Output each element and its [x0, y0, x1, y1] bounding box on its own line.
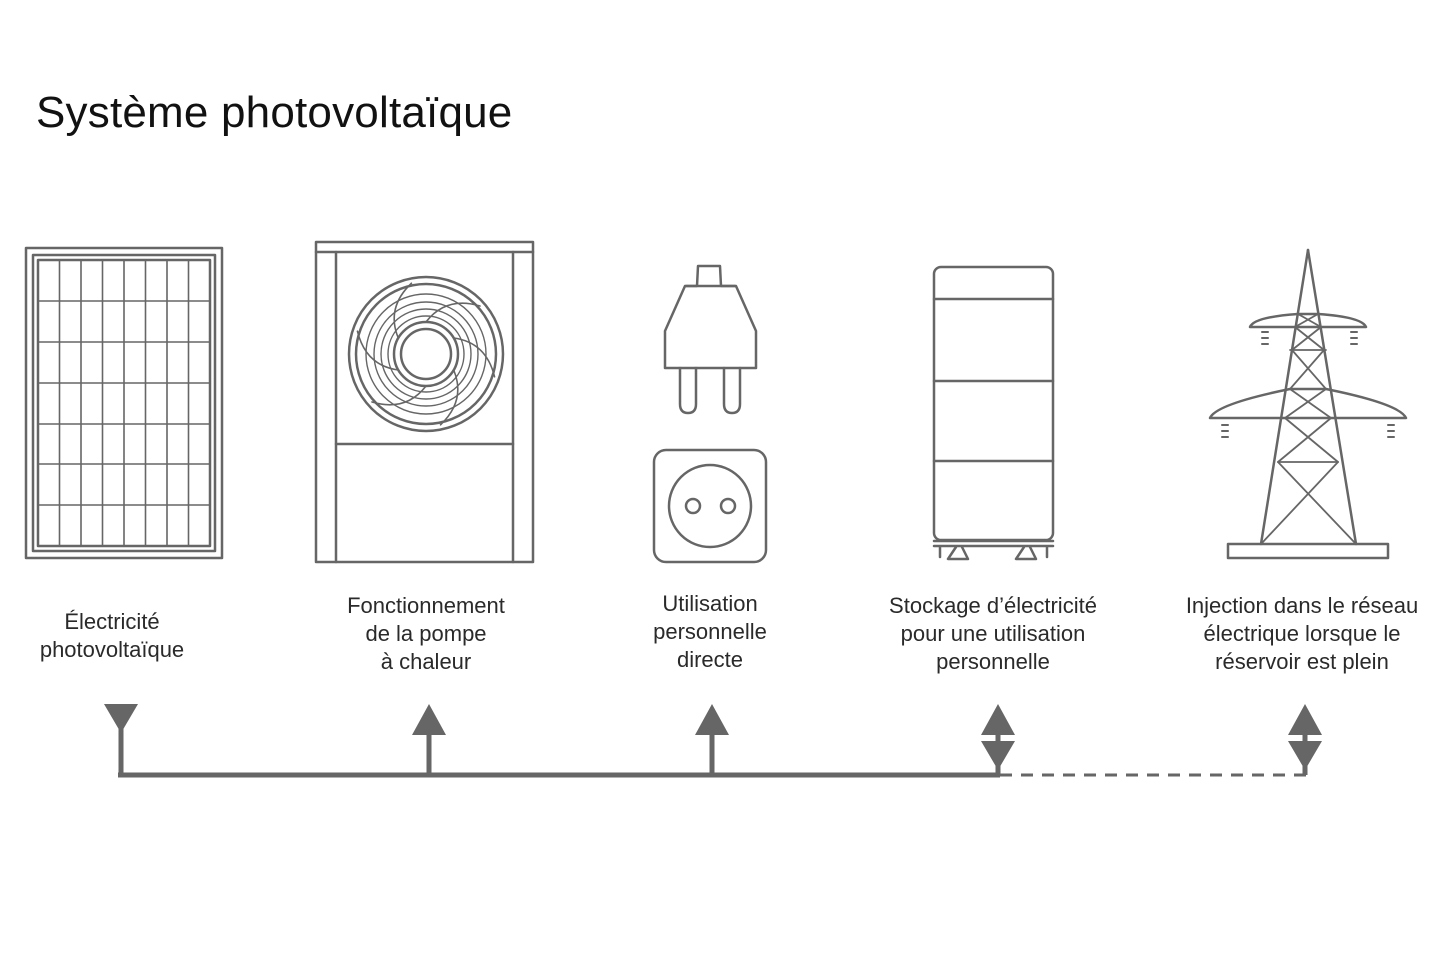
arrow-down-icon — [104, 704, 138, 733]
plug-socket-icon — [652, 264, 768, 564]
label-direct-personal-use: Utilisation personnelle directe — [653, 591, 767, 672]
label-photovoltaic-electricity: Électricité photovoltaïque — [39, 609, 185, 662]
page-title: Système photovoltaïque — [36, 88, 513, 137]
arrow-up-icon — [1288, 704, 1322, 735]
label-electricity-storage: Stockage d’électricité pour une utilisat… — [889, 593, 1097, 674]
arrow-up-icon — [695, 704, 729, 735]
label-grid-injection: Injection dans le réseau électrique lors… — [1185, 593, 1419, 674]
battery-storage-icon — [932, 265, 1055, 561]
power-pylon-icon — [1208, 248, 1408, 560]
arrow-up-icon — [412, 704, 446, 735]
arrow-down-icon — [981, 741, 1015, 770]
label-heat-pump-operation: Fonctionnement de la pompe à chaleur — [347, 593, 505, 674]
arrow-up-icon — [981, 704, 1015, 735]
arrow-down-icon — [1288, 741, 1322, 770]
heat-pump-icon — [314, 240, 535, 564]
solar-panel-icon — [24, 246, 224, 560]
